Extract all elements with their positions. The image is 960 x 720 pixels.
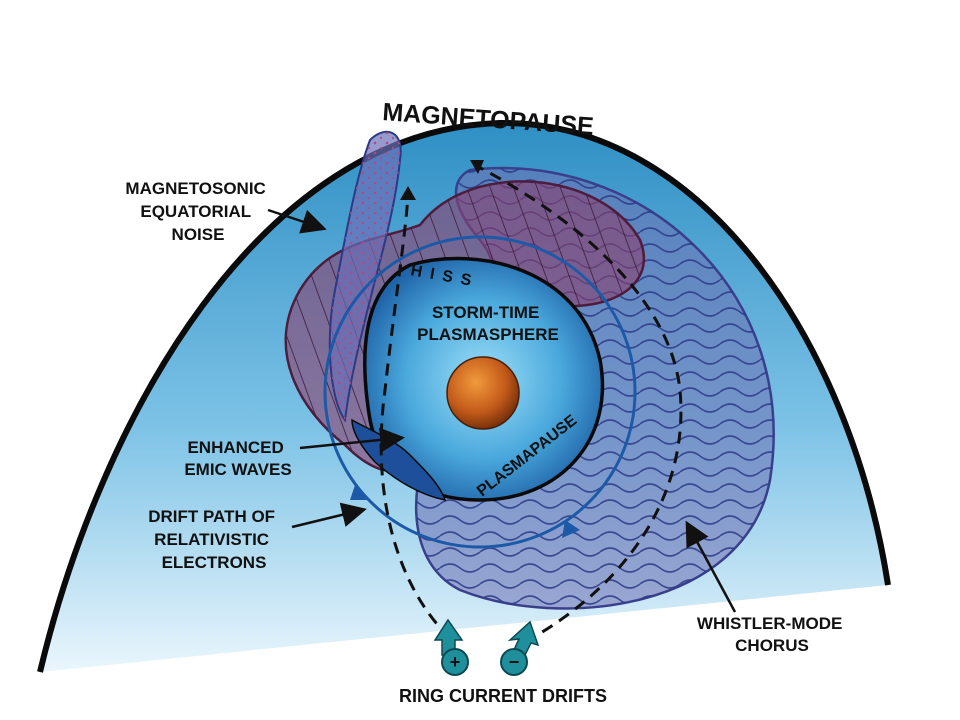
negative-charge-symbol: − (509, 652, 520, 672)
hiss-dots (329, 131, 401, 420)
magnetosonic-leader (267, 208, 327, 234)
storm-time-plasmasphere-label: STORM-TIME PLASMASPHERE (417, 303, 559, 344)
emic-leader (299, 427, 405, 453)
drift-path-label: DRIFT PATH OF RELATIVISTIC ELECTRONS (148, 507, 280, 572)
positive-charge-icon (441, 648, 469, 676)
ring-current-drifts-label: RING CURRENT DRIFTS (399, 686, 607, 706)
electron-ring-drift-path (474, 163, 683, 644)
magnetosonic-label: MAGNETOSONIC EQUATORIAL NOISE (125, 179, 270, 244)
drift-path-arrow-bottom (562, 520, 580, 538)
ion-drift-path (379, 194, 452, 640)
chorus-leader (685, 520, 737, 613)
emic-waves-label: ENHANCED EMIC WAVES (184, 438, 291, 479)
negative-charge-icon (500, 648, 528, 676)
electron-arrow: − (500, 620, 540, 676)
electron-drift-arrowhead (470, 160, 484, 174)
positive-ion-arrow: + (433, 618, 469, 676)
drift-path-arrow-left (350, 485, 368, 500)
positive-charge-symbol: + (450, 652, 461, 672)
earth (446, 356, 520, 430)
drift-path-leader (291, 502, 367, 529)
electron-drift-path (323, 235, 637, 549)
ion-drift-arrowhead (400, 186, 416, 200)
chorus-label: WHISTLER-MODE CHORUS (697, 614, 847, 655)
magnetopause-boundary (37, 119, 891, 673)
